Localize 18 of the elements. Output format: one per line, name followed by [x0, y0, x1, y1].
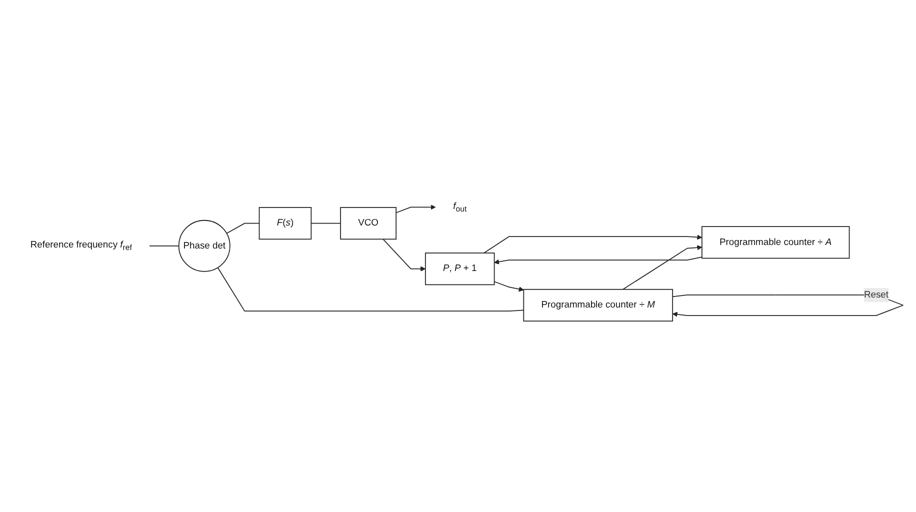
node-text: f$_{out}$	[453, 201, 467, 214]
arrow	[382, 238, 426, 272]
node-box	[701, 226, 850, 259]
node-circle	[178, 220, 230, 272]
arrow	[396, 204, 436, 214]
arrow	[494, 256, 702, 264]
connector	[226, 222, 260, 234]
arrow	[494, 281, 524, 292]
connector	[217, 267, 524, 312]
node-text: Reference frequency f$_{ref}$	[30, 240, 132, 252]
node-box	[340, 207, 397, 240]
node-box	[523, 289, 674, 322]
arrow	[484, 234, 702, 254]
node-box	[425, 252, 495, 286]
arrow	[622, 245, 702, 290]
node-box	[258, 207, 312, 240]
connector	[310, 222, 341, 224]
block-diagram: Reset Reference frequency f$_{ref}$ Phase det F(s) VCO f$_{out}$ P, P + 1 Programmable counter ÷ M Programmable counter ÷ A	[8, 186, 908, 326]
